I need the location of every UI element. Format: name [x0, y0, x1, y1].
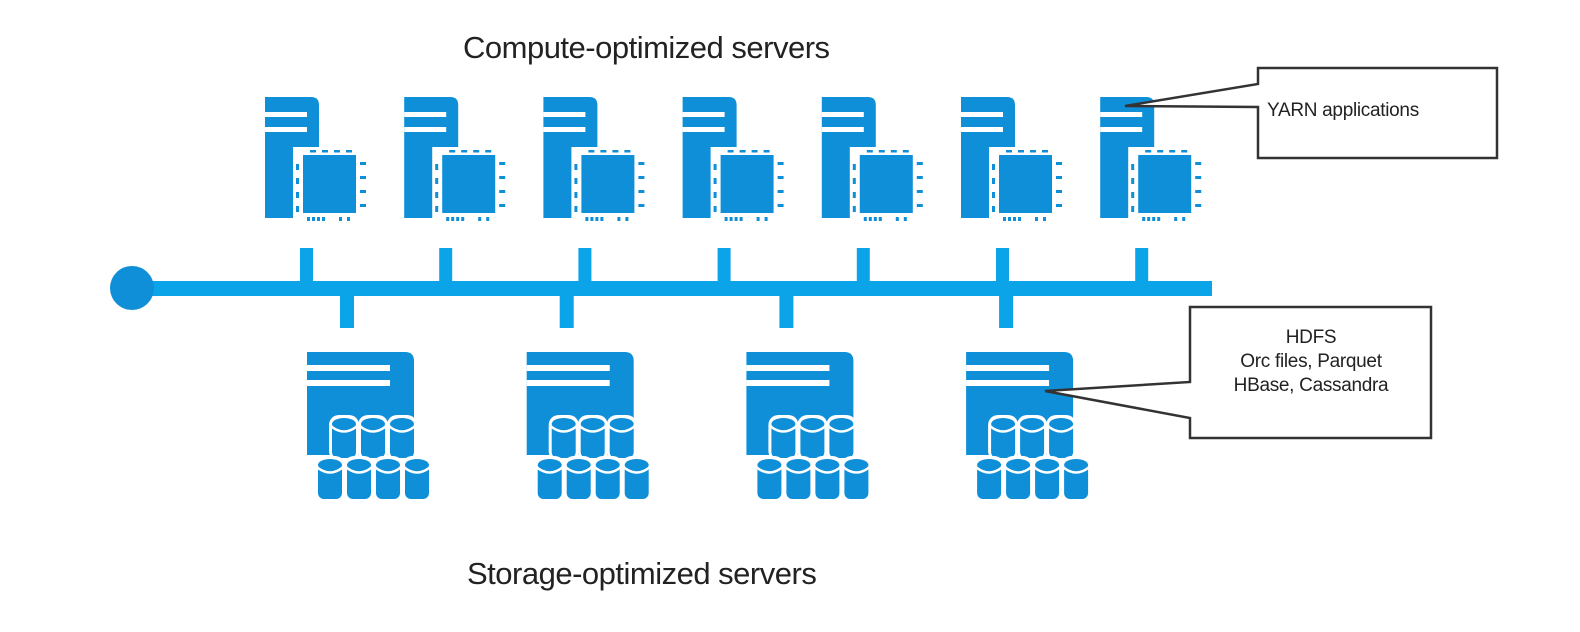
network-bus-line: [130, 281, 1212, 296]
disk-cylinder: [373, 456, 403, 502]
storage-server: [526, 288, 652, 502]
disk-cylinder: [387, 415, 417, 461]
server-with-cpu-chip-icon: [543, 97, 650, 223]
compute-server: [961, 97, 1067, 288]
storage-server: [746, 288, 872, 502]
compute-server: [543, 97, 650, 288]
disk-cylinder: [1046, 415, 1077, 461]
server-with-cpu-chip-icon: [404, 97, 511, 223]
disk-cylinder: [783, 456, 814, 502]
disk-cylinder: [826, 415, 857, 461]
compute-server: [821, 97, 928, 288]
disk-cylinder: [754, 456, 785, 502]
disk-cylinder: [1032, 456, 1063, 502]
compute-server: [682, 97, 789, 288]
disk-cylinder: [1017, 415, 1048, 461]
disk-cylinder: [534, 456, 565, 502]
compute-bus-connector: [996, 248, 1009, 288]
compute-bus-connector: [578, 248, 592, 288]
disk-cylinder: [358, 415, 388, 461]
storage-bus-connector: [340, 288, 354, 328]
storage-servers: [307, 288, 1092, 502]
hdfs-callout-label: HDFS Orc files, Parquet HBase, Cassandra: [1192, 326, 1430, 398]
server-with-cpu-chip-icon: [265, 97, 371, 223]
disk-cylinder: [606, 415, 637, 461]
hdfs-line: HDFS: [1285, 327, 1337, 348]
disk-cylinder: [974, 456, 1005, 502]
server-with-disk-stack-icon: [526, 352, 652, 502]
server-with-cpu-chip-icon: [1100, 97, 1207, 223]
storage-bus-connector: [999, 288, 1014, 328]
server-with-disk-stack-icon: [966, 352, 1092, 502]
server-with-cpu-chip-icon: [821, 97, 928, 223]
yarn-callout-box: [1124, 66, 1499, 160]
yarn-callout-label: YARN applications: [1267, 100, 1419, 121]
disk-cylinder: [315, 456, 345, 502]
file-formats-line: Orc files, Parquet: [1240, 351, 1382, 372]
disk-cylinder: [841, 456, 872, 502]
compute-bus-connector: [717, 248, 731, 288]
compute-bus-connector: [856, 248, 870, 288]
disk-cylinder: [797, 415, 828, 461]
storage-server: [966, 288, 1092, 502]
storage-servers-title: Storage-optimized servers: [467, 556, 817, 591]
disk-cylinder: [577, 415, 608, 461]
compute-bus-connector: [439, 248, 453, 288]
server-with-cpu-chip-icon: [682, 97, 789, 223]
compute-servers: [265, 97, 1207, 288]
storage-server: [307, 288, 432, 502]
network-endpoint-node: [110, 266, 154, 310]
disk-cylinder: [344, 456, 374, 502]
disk-cylinder: [329, 415, 359, 461]
disk-cylinder: [621, 456, 652, 502]
compute-bus-connector: [300, 248, 313, 288]
hdfs-callout-box: [1044, 305, 1433, 440]
compute-server: [404, 97, 511, 288]
disk-cylinder: [1061, 456, 1092, 502]
disk-cylinder: [812, 456, 843, 502]
server-with-cpu-chip-icon: [961, 97, 1067, 223]
disk-cylinder: [548, 415, 579, 461]
server-with-disk-stack-icon: [746, 352, 872, 502]
disk-cylinder: [988, 415, 1019, 461]
callouts: [1044, 66, 1499, 440]
compute-servers-title: Compute-optimized servers: [463, 30, 830, 65]
disk-cylinder: [1003, 456, 1034, 502]
compute-server: [1100, 97, 1207, 288]
server-with-disk-stack-icon: [307, 352, 432, 502]
disk-cylinder: [768, 415, 799, 461]
storage-bus-connector: [559, 288, 574, 328]
databases-line: HBase, Cassandra: [1233, 375, 1389, 396]
disk-cylinder: [563, 456, 594, 502]
disk-cylinder: [402, 456, 432, 502]
compute-bus-connector: [1135, 248, 1149, 288]
storage-bus-connector: [779, 288, 794, 328]
disk-cylinder: [592, 456, 623, 502]
compute-server: [265, 97, 371, 288]
network-bus: [110, 266, 1212, 310]
